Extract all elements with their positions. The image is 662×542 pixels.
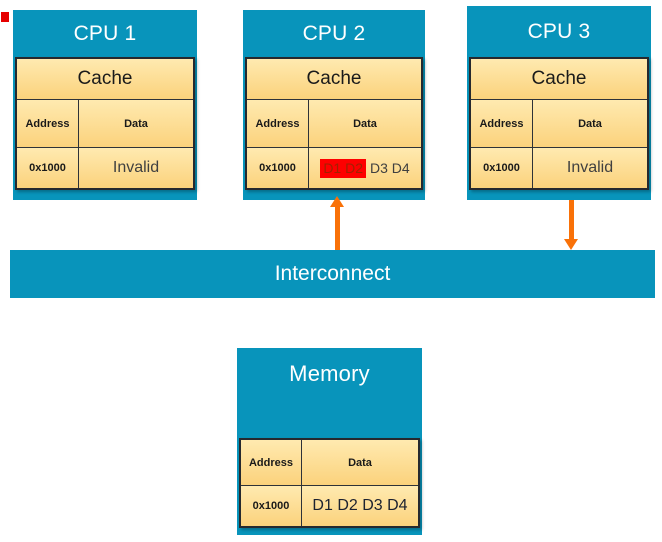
cpu1-address-header: Address bbox=[17, 100, 79, 147]
cpu2-data-header: Data bbox=[309, 100, 421, 147]
cpu3-cache-table: Cache Address Data 0x1000 Invalid bbox=[469, 57, 649, 190]
memory-title: Memory bbox=[289, 361, 370, 386]
cpu3-data-header: Data bbox=[533, 100, 647, 147]
cpu1-table-row: 0x1000 Invalid bbox=[17, 148, 193, 188]
unmodified-data: D3 D4 bbox=[370, 160, 410, 176]
cpu3-cache-label: Cache bbox=[471, 59, 647, 100]
cpu1-cache-table: Cache Address Data 0x1000 Invalid bbox=[15, 57, 195, 190]
memory-data-header: Data bbox=[302, 440, 418, 485]
cpu1-row-data: Invalid bbox=[79, 148, 193, 188]
cpu3-interconnect-arrow-down-icon bbox=[564, 200, 579, 250]
memory-row-address: 0x1000 bbox=[241, 486, 302, 526]
cpu1-data-header: Data bbox=[79, 100, 193, 147]
cpu3-row-data: Invalid bbox=[533, 148, 647, 188]
cpu3-address-header: Address bbox=[471, 100, 533, 147]
interconnect-label: Interconnect bbox=[274, 262, 391, 285]
cpu2-title: CPU 2 bbox=[302, 22, 366, 45]
cpu3-title: CPU 3 bbox=[527, 20, 591, 43]
cpu1-row-address: 0x1000 bbox=[17, 148, 79, 188]
memory-table-row: 0x1000 D1 D2 D3 D4 bbox=[241, 486, 418, 526]
cpu2-cache-table: Cache Address Data 0x1000 D1 D2 D3 D4 bbox=[245, 57, 423, 190]
cpu1-title: CPU 1 bbox=[73, 22, 137, 45]
cpu1-cache-label: Cache bbox=[17, 59, 193, 100]
cpu2-interconnect-arrow-up-icon bbox=[330, 196, 345, 250]
cpu2-address-header: Address bbox=[247, 100, 309, 147]
red-square-marker bbox=[1, 12, 9, 22]
cpu3-row-address: 0x1000 bbox=[471, 148, 533, 188]
cpu2-row-data: D1 D2 D3 D4 bbox=[309, 148, 421, 188]
memory-table: Address Data 0x1000 D1 D2 D3 D4 bbox=[239, 438, 420, 528]
cpu3-table-row: 0x1000 Invalid bbox=[471, 148, 647, 188]
cpu2-row-address: 0x1000 bbox=[247, 148, 309, 188]
memory-row-data: D1 D2 D3 D4 bbox=[302, 486, 418, 526]
interconnect-bar: Interconnect bbox=[10, 250, 655, 298]
memory-address-header: Address bbox=[241, 440, 302, 485]
cpu2-table-row: 0x1000 D1 D2 D3 D4 bbox=[247, 148, 421, 188]
cpu2-cache-label: Cache bbox=[247, 59, 421, 100]
modified-data-highlight: D1 D2 bbox=[320, 158, 366, 178]
